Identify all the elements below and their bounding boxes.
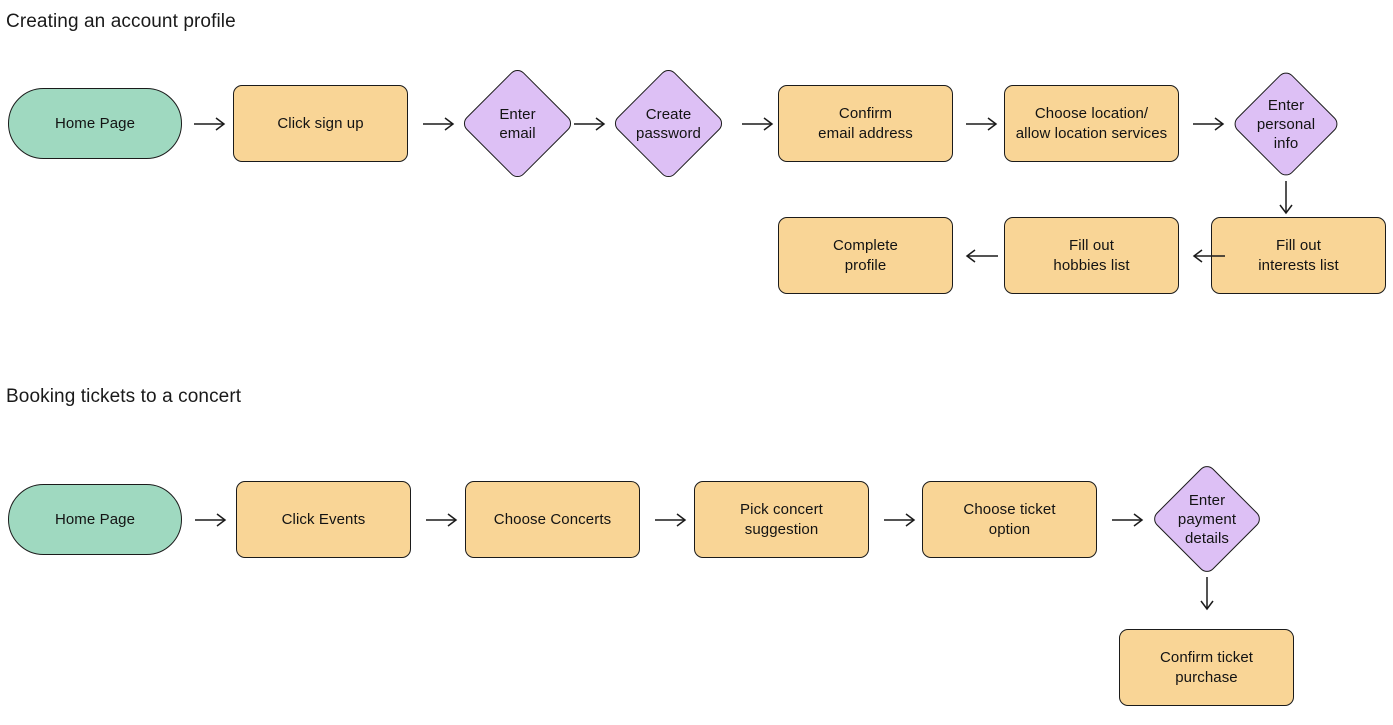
node-fill-out-hobbies-list[interactable]: Fill out hobbies list [1004,217,1179,294]
node-click-events[interactable]: Click Events [236,481,411,558]
node-choose-location[interactable]: Choose location/ allow location services [1004,85,1179,162]
arrow-password-to-confirm-email [742,117,774,131]
node-enter-email-label: Enter email [499,105,536,142]
arrow-payment-to-confirm-purchase [1200,577,1214,611]
node-enter-email[interactable]: Enter email [460,66,575,181]
arrow-pick-suggestion-to-ticket-option [884,513,916,527]
arrow-signup-to-enter-email [423,117,455,131]
node-fill-out-interests-list[interactable]: Fill out interests list [1211,217,1386,294]
node-confirm-ticket-purchase[interactable]: Confirm ticket purchase [1119,629,1294,706]
node-pick-concert-suggestion[interactable]: Pick concert suggestion [694,481,869,558]
arrow-home-to-click-events [195,513,227,527]
node-home-page-2[interactable]: Home Page [8,484,182,555]
arrow-confirm-email-to-location [966,117,998,131]
node-click-sign-up[interactable]: Click sign up [233,85,408,162]
node-enter-payment-details[interactable]: Enter payment details [1150,462,1264,576]
node-enter-payment-details-label: Enter payment details [1177,491,1237,547]
arrow-email-to-password [574,117,606,131]
node-choose-ticket-option[interactable]: Choose ticket option [922,481,1097,558]
node-create-password[interactable]: Create password [611,66,726,181]
node-enter-personal-info[interactable]: Enter personal info [1230,68,1342,180]
node-confirm-email-address[interactable]: Confirm email address [778,85,953,162]
node-create-password-label: Create password [636,105,701,142]
node-home-page-1[interactable]: Home Page [8,88,182,159]
arrow-personal-info-to-interests [1279,181,1293,215]
section-title-booking-tickets: Booking tickets to a concert [6,386,242,407]
arrow-click-events-to-concerts [426,513,458,527]
arrow-location-to-personal-info [1193,117,1225,131]
arrow-concerts-to-pick-suggestion [655,513,687,527]
section-title-account-profile: Creating an account profile [6,11,236,32]
arrow-interests-to-hobbies [1192,249,1225,263]
node-enter-personal-info-label: Enter personal info [1256,96,1316,152]
arrow-home-to-signup [194,117,226,131]
node-choose-concerts[interactable]: Choose Concerts [465,481,640,558]
node-complete-profile[interactable]: Complete profile [778,217,953,294]
arrow-hobbies-to-complete-profile [965,249,998,263]
arrow-ticket-option-to-payment [1112,513,1144,527]
